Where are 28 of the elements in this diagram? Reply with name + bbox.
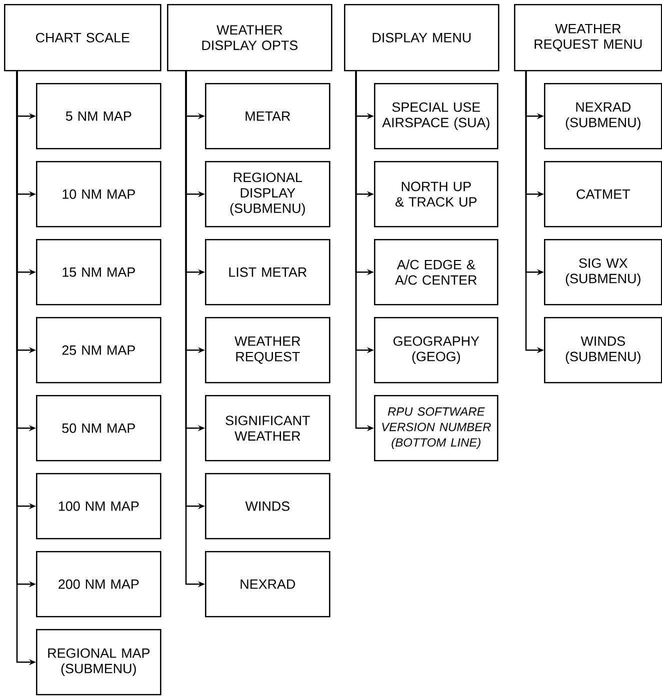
menu-item-box: 15 NM MAP xyxy=(36,239,162,306)
menu-item-box: WEATHER REQUEST xyxy=(205,317,330,384)
menu-header-box: WEATHER REQUEST MENU xyxy=(514,4,662,72)
menu-item-box: SIG WX (SUBMENU) xyxy=(544,239,662,306)
menu-item-box: 50 NM MAP xyxy=(36,395,162,462)
menu-item-box: GEOGRAPHY (GEOG) xyxy=(374,317,498,384)
menu-item-box: CATMET xyxy=(544,161,662,228)
menu-item-box: WINDS (SUBMENU) xyxy=(544,317,662,384)
menu-item-box: WINDS xyxy=(205,473,330,540)
menu-item-box: METAR xyxy=(205,83,330,150)
menu-item-box: 100 NM MAP xyxy=(36,473,162,540)
menu-header-box: CHART SCALE xyxy=(4,4,162,72)
menu-item-box: SIGNIFICANT WEATHER xyxy=(205,395,330,462)
menu-header-box: WEATHER DISPLAY OPTS xyxy=(167,4,332,72)
menu-item-box: LIST METAR xyxy=(205,239,330,306)
menu-item-box: REGIONAL MAP (SUBMENU) xyxy=(36,629,162,696)
menu-item-box: 200 NM MAP xyxy=(36,551,162,618)
menu-item-box: SPECIAL USE AIRSPACE (SUA) xyxy=(374,83,498,150)
menu-item-box: NEXRAD xyxy=(205,551,330,618)
menu-item-box: 10 NM MAP xyxy=(36,161,162,228)
menu-item-box: A/C EDGE & A/C CENTER xyxy=(374,239,498,306)
menu-item-box: RPU SOFTWARE VERSION NUMBER (BOTTOM LINE) xyxy=(374,395,498,462)
menu-header-box: DISPLAY MENU xyxy=(344,4,500,72)
menu-item-box: NORTH UP & TRACK UP xyxy=(374,161,498,228)
menu-item-box: NEXRAD (SUBMENU) xyxy=(544,83,662,150)
menu-item-box: 5 NM MAP xyxy=(36,83,162,150)
menu-item-box: REGIONAL DISPLAY (SUBMENU) xyxy=(205,161,330,228)
menu-item-box: 25 NM MAP xyxy=(36,317,162,384)
